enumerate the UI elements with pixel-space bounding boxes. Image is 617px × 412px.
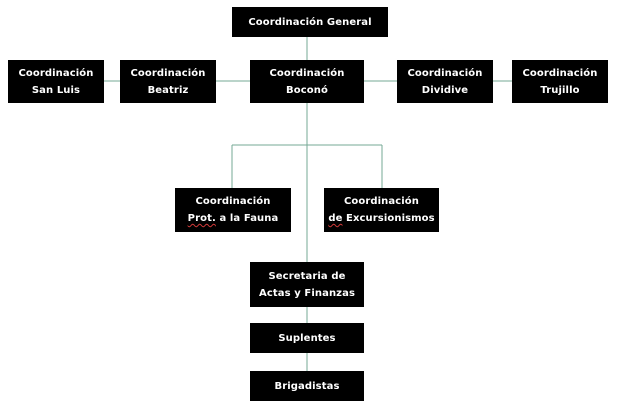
node-brigadistas: Brigadistas [250, 371, 364, 401]
node-coordinacion-bocono: Coordinación Boconó [250, 60, 364, 103]
node-label-line2-rest: Excursionismos [342, 213, 435, 224]
node-label-line1: Coordinación [343, 196, 419, 207]
node-suplentes: Suplentes [250, 323, 364, 353]
node-label-line2: Actas y Finanzas [259, 287, 355, 299]
node-coordinacion-dividive: Coordinación Dividive [397, 60, 493, 103]
node-coordinacion-beatriz: Coordinación Beatriz [120, 60, 216, 103]
node-coordinacion-general: Coordinación General [232, 7, 388, 37]
node-label-line2: Beatriz [147, 84, 189, 96]
node-coordinacion-excursionismos: Coordinación de Excursionismos [324, 188, 439, 232]
node-label-line2: Trujillo [540, 84, 580, 96]
node-label-line2: Boconó [286, 84, 328, 96]
node-label-line1: Coordinación [18, 67, 94, 79]
node-label-line1: Coordinación [130, 67, 206, 79]
node-label-line2: Dividive [421, 84, 469, 96]
spellcheck-flagged-word: Prot. [187, 213, 216, 224]
node-label-line1: Coordinación [269, 67, 345, 79]
node-label-line1: Coordinación [195, 196, 271, 207]
node-label-line2: Prot. a la Fauna [188, 210, 279, 227]
node-label-line1: Coordinación [522, 67, 598, 79]
spellcheck-flagged-word: de [328, 213, 343, 224]
node-label: Suplentes [278, 332, 336, 344]
node-label-line1: Secretaria de [268, 270, 346, 282]
node-label: Brigadistas [274, 380, 340, 392]
node-coordinacion-trujillo: Coordinación Trujillo [512, 60, 608, 103]
node-label-line2: de Excursionismos [328, 210, 434, 227]
node-label: Coordinación General [248, 16, 372, 28]
node-label-line1: Coordinación [407, 67, 483, 79]
node-secretaria-actas-finanzas: Secretaria de Actas y Finanzas [250, 262, 364, 307]
node-label-line2: San Luis [31, 84, 81, 96]
node-label-line2-rest: a la Fauna [215, 213, 279, 224]
node-coordinacion-san-luis: Coordinación San Luis [8, 60, 104, 103]
node-coordinacion-proteccion-fauna: Coordinación Prot. a la Fauna [175, 188, 291, 232]
